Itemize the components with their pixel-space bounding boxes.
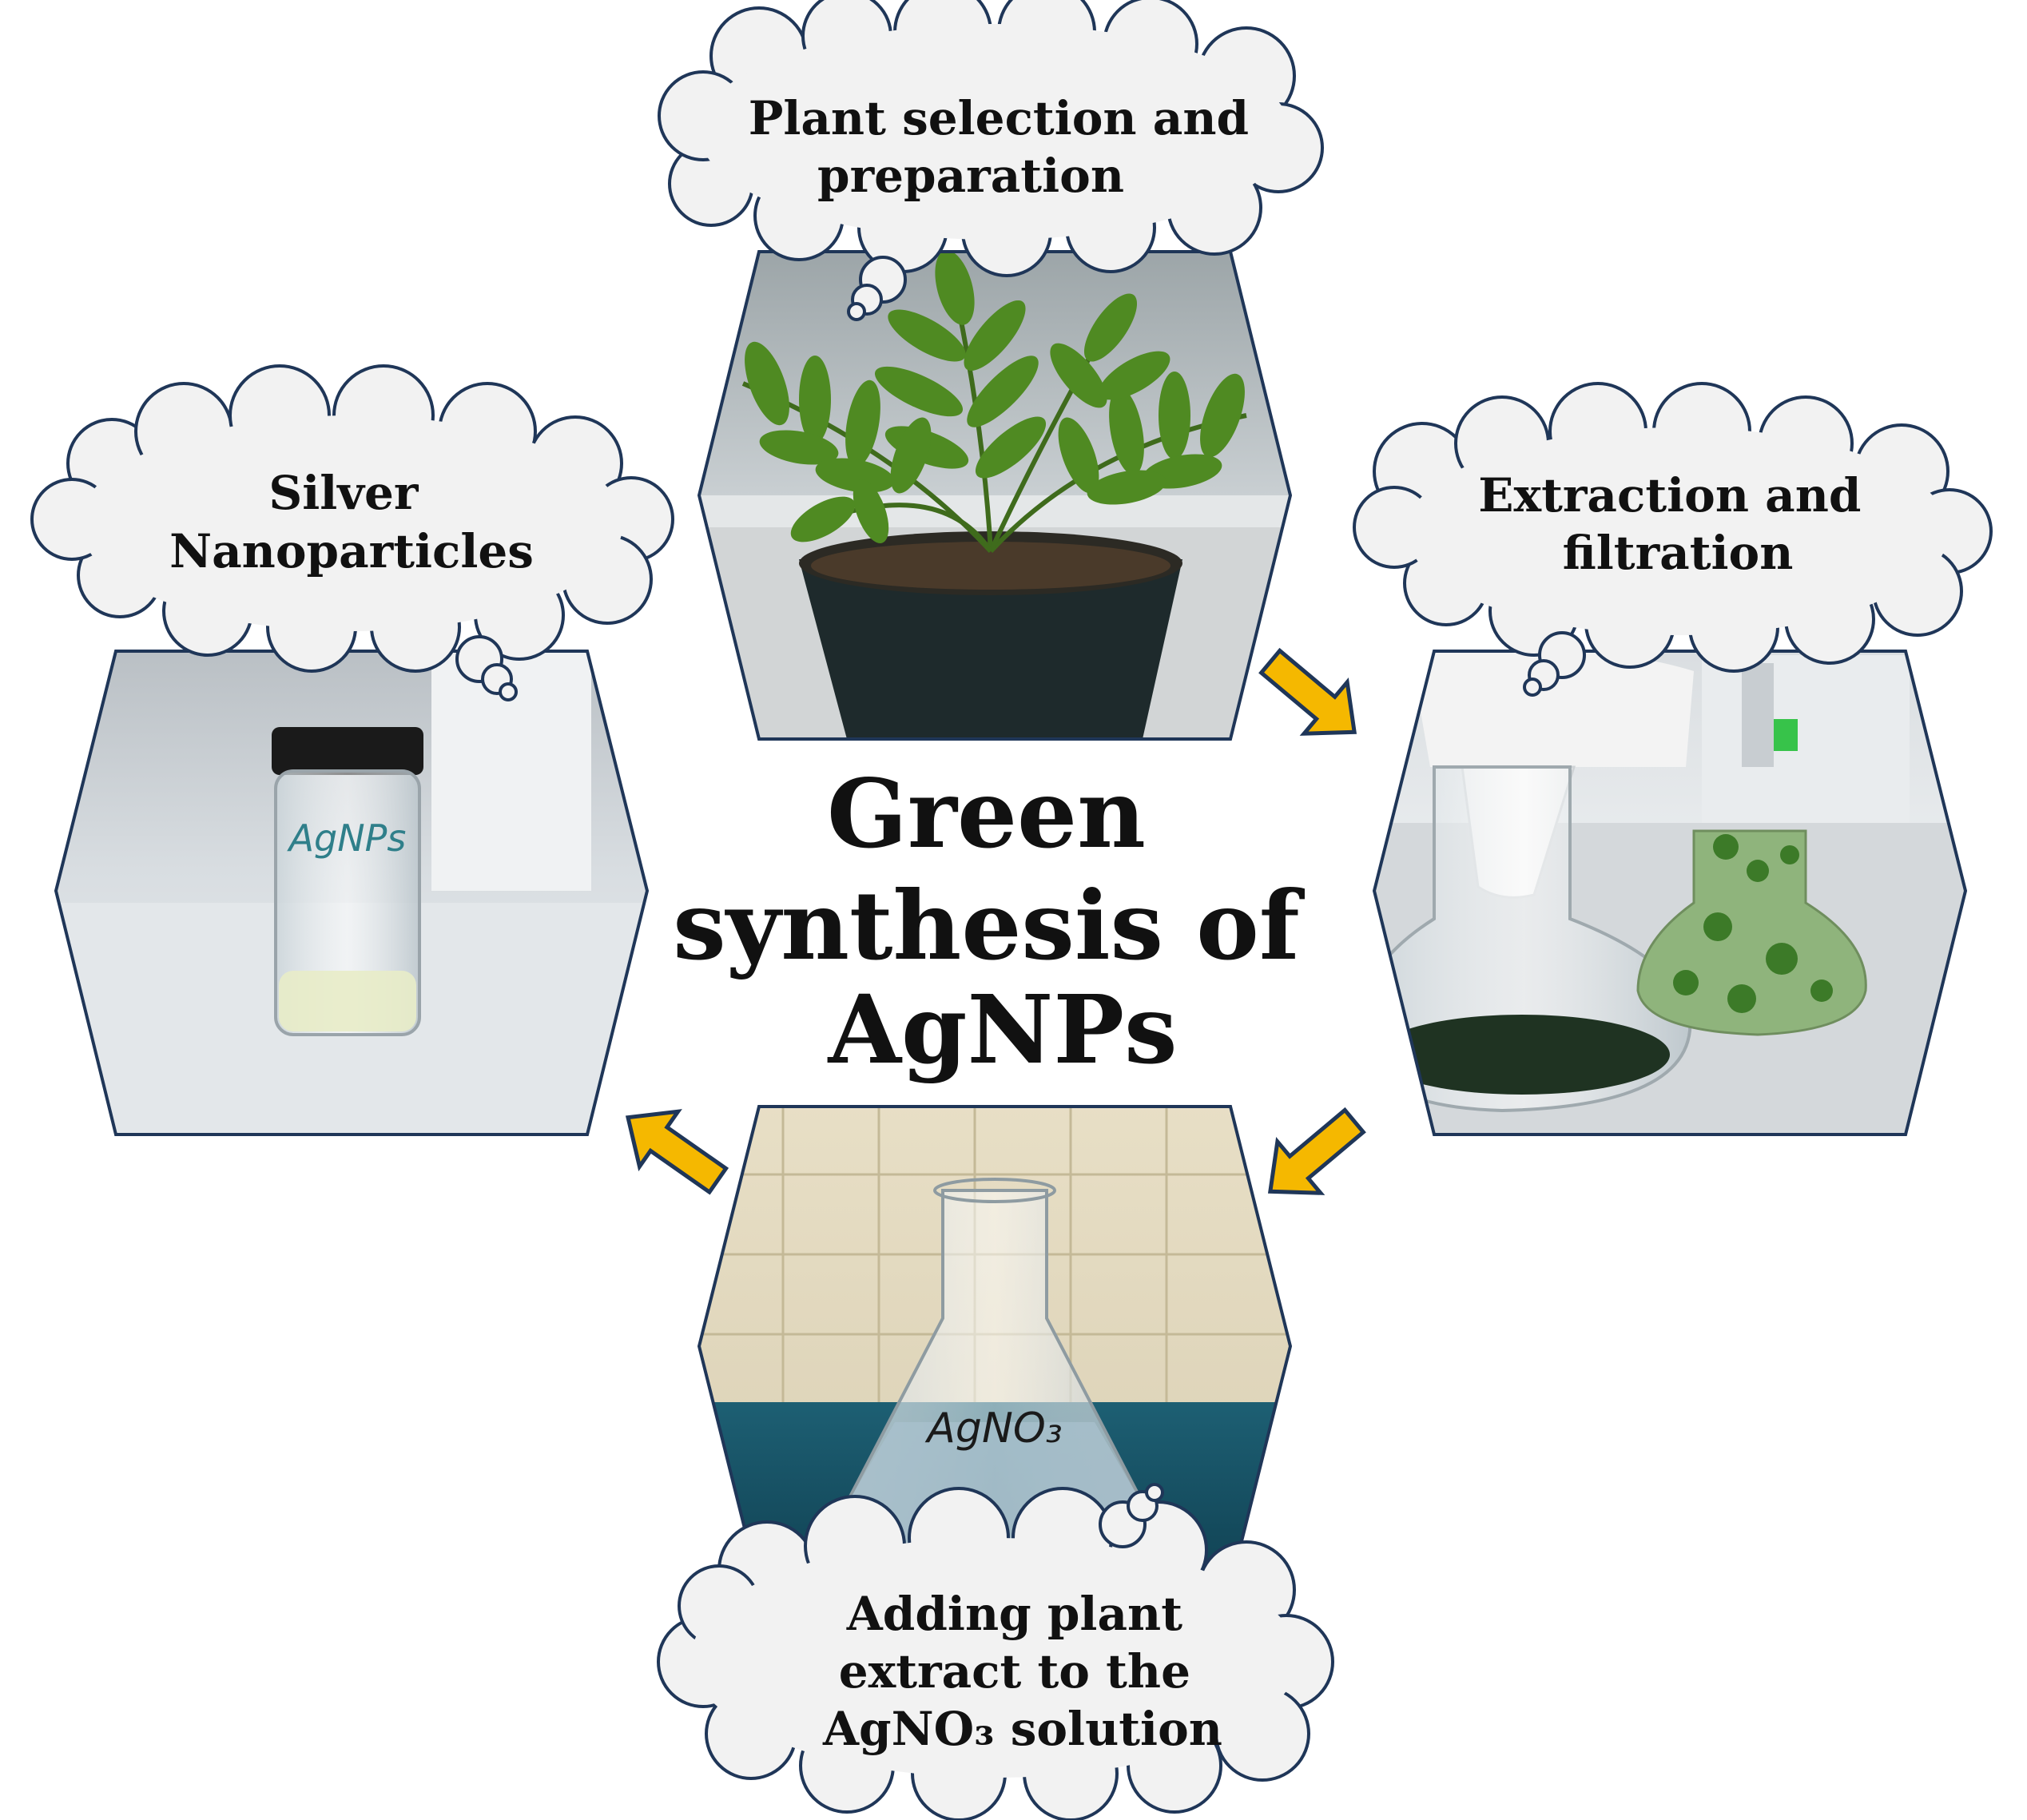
cloud-silver-nanoparticles: Silver Nanoparticles	[30, 364, 674, 701]
svg-text:Extraction and filtratio: Extraction and filtration	[1478, 468, 1877, 580]
cloud-label-line: AgNO₃ solution	[822, 1702, 1222, 1756]
agno3-flask-label: AgNO₃	[924, 1405, 1062, 1452]
title-line: synthesis of	[673, 870, 1306, 981]
svg-text:Adding plant extract to: Adding plant extract to the AgNO₃ soluti…	[822, 1587, 1222, 1756]
arrow-to-adding-extract	[1267, 1107, 1366, 1195]
cloud-adding-extract: Adding plant extract to the AgNO₃ soluti…	[657, 1483, 1334, 1820]
cloud-label-line: Extraction and	[1478, 468, 1861, 523]
fern-plant-photo	[697, 250, 1293, 741]
svg-text:Silver Nanoparticles: Silver Nanoparticles	[169, 466, 534, 578]
arrow-to-extraction	[1258, 647, 1357, 736]
arrow-to-silver-nanoparticles	[625, 1109, 729, 1195]
cloud-label-line: Nanoparticles	[169, 524, 534, 578]
vial-photo: AgNPs	[54, 650, 650, 1136]
cloud-label-line: Plant selection and	[749, 91, 1249, 145]
cloud-extraction: Extraction and filtration	[1353, 382, 1993, 697]
svg-text:Plant selection and prep: Plant selection and preparation	[749, 91, 1266, 203]
cloud-label-line: extract to the	[839, 1644, 1190, 1699]
title-line: Green	[827, 758, 1146, 869]
title-line: AgNPs	[827, 974, 1177, 1085]
filtration-flasks-photo	[1372, 650, 1968, 1136]
cloud-label-line: Silver	[268, 466, 419, 520]
cloud-label-line: preparation	[817, 149, 1124, 203]
cloud-label-line: Adding plant	[846, 1587, 1182, 1641]
cloud-label-line: filtration	[1563, 526, 1794, 580]
diagram-title: Green synthesis of AgNPs	[673, 758, 1333, 1085]
cloud-plant-selection: Plant selection and preparation	[658, 0, 1324, 321]
agnps-vial-label: AgNPs	[287, 817, 407, 860]
